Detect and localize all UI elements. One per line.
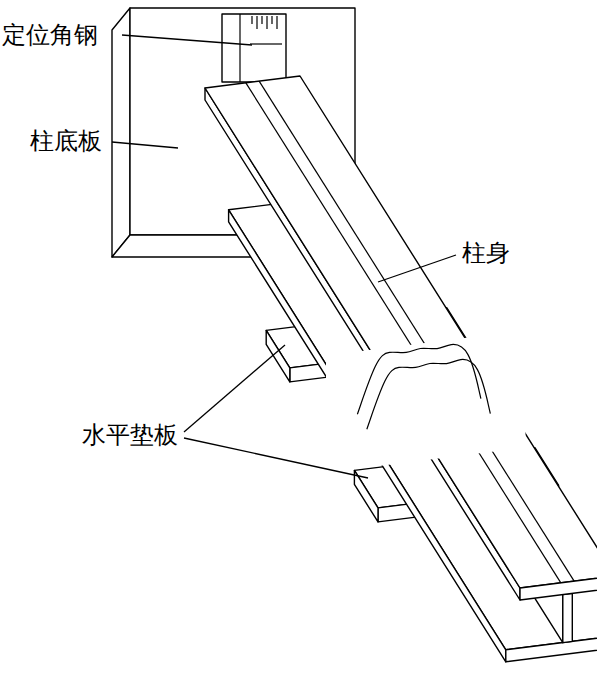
leader-line [184,345,285,432]
part-label: 水平垫板 [80,420,180,450]
shim-plate-side [266,330,290,382]
scale-tick [271,16,272,24]
flange-line [246,83,561,583]
leader-lines [112,35,456,478]
base-plate-side [112,8,130,257]
scale-tick [266,16,267,29]
part-label: 柱底板 [28,126,104,156]
leader-line [122,35,252,45]
top-flange [205,76,597,588]
angle-edge [239,14,240,82]
break-gap [326,332,526,472]
scale-tick [251,16,252,24]
scale-tick [276,16,277,29]
leader-line [378,255,456,282]
positioning-angle [222,14,286,82]
break-line [367,359,491,429]
part-label: 柱身 [460,238,512,268]
part-label: 定位角钢 [0,20,100,50]
steel-column [112,8,597,662]
bottom-flange-end [506,634,597,662]
scale-tick [261,16,262,24]
scale-tick [256,16,257,29]
web-end [563,593,573,642]
leader-line [184,438,368,478]
angle-edge [250,43,282,44]
leader-line [112,142,178,148]
flange-line [259,81,574,581]
